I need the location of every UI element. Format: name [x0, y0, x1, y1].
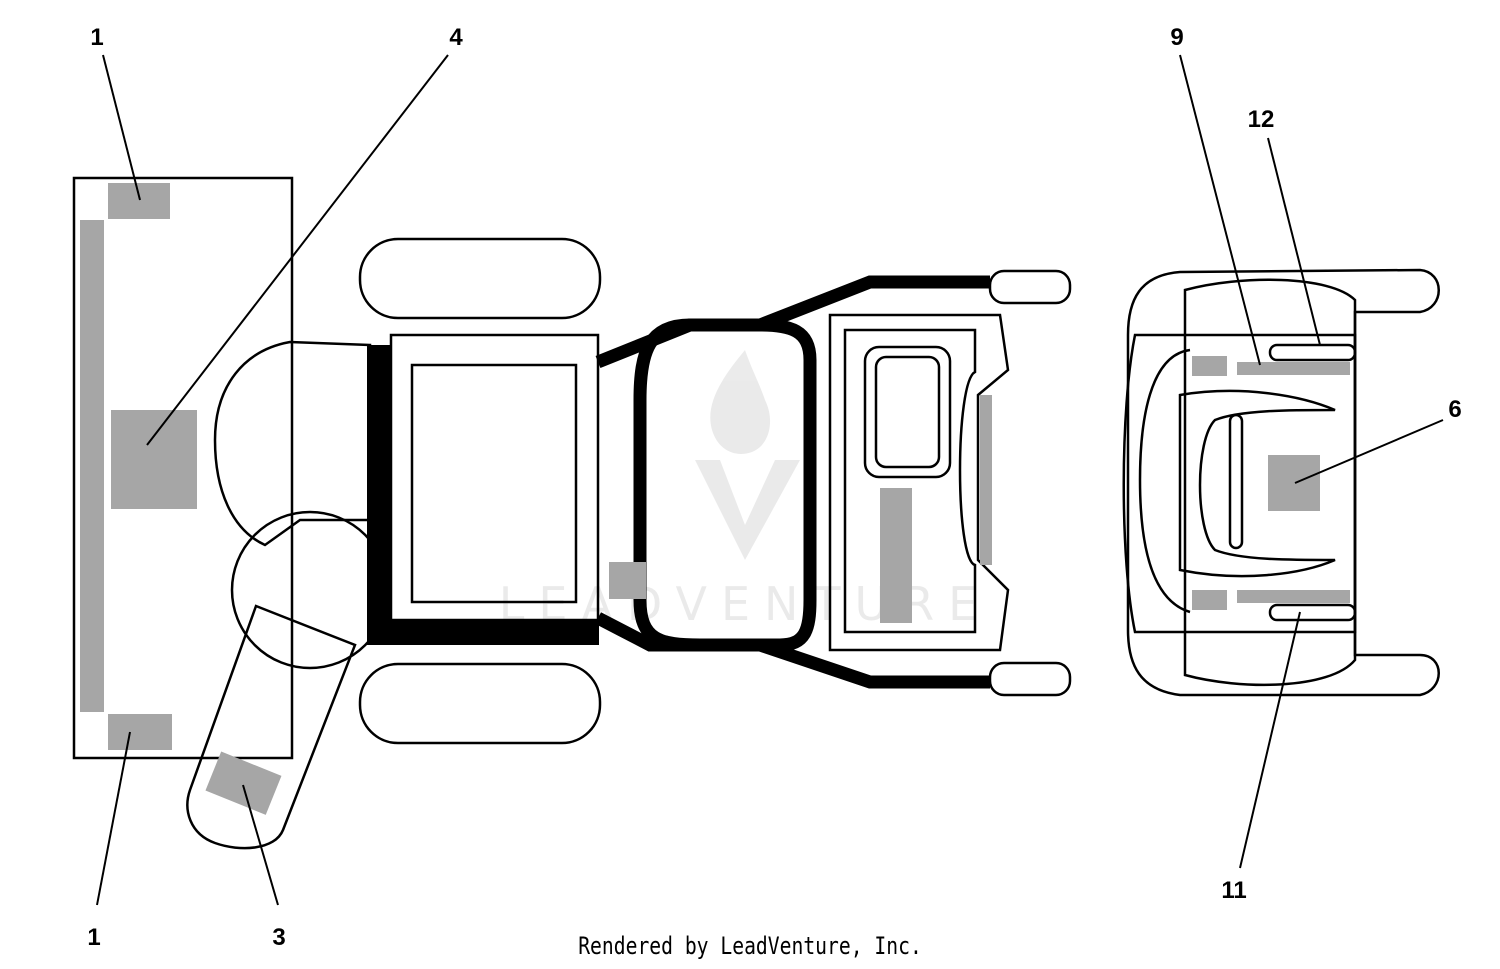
- display-window-inner: [874, 355, 941, 469]
- deck-side-strip-decal: [80, 220, 104, 712]
- front-view-hood: [1183, 278, 1357, 687]
- control-panel-right-decal: [980, 395, 992, 565]
- leader-12: [1267, 137, 1321, 346]
- wheels: [358, 237, 602, 745]
- front-view-grille: [1178, 389, 1336, 578]
- front-view-slot: [1228, 413, 1244, 550]
- upper-grip: [988, 269, 1072, 305]
- chassis-bottom-bar: [367, 620, 599, 645]
- leader-9: [1179, 54, 1261, 366]
- callout-11: 11: [1221, 877, 1246, 904]
- front-view: [1122, 268, 1440, 697]
- callout-6: 6: [1448, 396, 1461, 423]
- watermark-flame-icon: [710, 350, 771, 454]
- control-panel-decal: [880, 488, 912, 623]
- control-panel-inner: [843, 328, 977, 634]
- leader-lines: [96, 54, 1444, 906]
- engine-cover: [389, 333, 600, 622]
- footer-credit: Rendered by LeadVenture, Inc.: [578, 932, 922, 960]
- frame: [595, 269, 1072, 697]
- lower-blade-cover: [230, 510, 390, 670]
- leader-11: [1239, 611, 1301, 869]
- front-view-upper-lever: [1268, 343, 1357, 362]
- front-view-lower-right-decal: [1237, 590, 1350, 603]
- front-view-outer-body: [1126, 268, 1440, 697]
- deck-bottom-decal: [108, 714, 172, 750]
- deck-plate: [72, 176, 294, 760]
- watermark-v-icon: [695, 460, 800, 560]
- callout-1-top: 1: [90, 24, 103, 51]
- control-panel-body: [828, 313, 1010, 652]
- front-view-lower-lever: [1268, 603, 1357, 622]
- mower-deck: [72, 176, 294, 760]
- callout-12: 12: [1248, 106, 1275, 133]
- engine-cover-inner: [410, 363, 578, 604]
- chassis: [367, 333, 600, 645]
- display-window: [863, 345, 952, 479]
- callout-3: 3: [272, 924, 285, 951]
- callout-4: 4: [449, 24, 463, 51]
- deck-housing: [186, 340, 390, 850]
- discharge-chute: [186, 604, 357, 850]
- lower-wheel: [358, 662, 602, 745]
- front-view-center-decal: [1268, 455, 1320, 511]
- front-view-upper-right-decal: [1237, 362, 1350, 375]
- callout-9: 9: [1170, 24, 1183, 51]
- front-view-lower-left-decal: [1192, 590, 1227, 610]
- callout-1-bottom: 1: [87, 924, 100, 951]
- frame-decal: [609, 562, 646, 599]
- control-panel: [828, 313, 1010, 652]
- frame-loop: [633, 318, 817, 652]
- leader-1-bottom: [96, 731, 131, 906]
- front-view-grille-left: [1138, 348, 1191, 614]
- watermark: LEADVENTURE: [499, 350, 977, 631]
- callouts: 1 4 1 3 9 12 6 11: [87, 24, 1461, 951]
- chassis-side-bar-left: [367, 345, 391, 645]
- leader-1-top: [102, 54, 141, 201]
- lower-grip: [988, 661, 1072, 697]
- front-view-face: [1122, 333, 1357, 634]
- deck-top-decal: [108, 183, 170, 219]
- upper-wheel: [358, 237, 602, 320]
- leader-3: [242, 784, 279, 906]
- upper-blade-cover: [213, 340, 372, 547]
- leader-6: [1294, 419, 1444, 484]
- frame-tube-upper: [595, 275, 990, 369]
- front-view-upper-left-decal: [1192, 356, 1227, 376]
- deck-center-decal: [111, 410, 197, 509]
- chute-decal: [205, 751, 282, 815]
- leader-4: [146, 54, 449, 446]
